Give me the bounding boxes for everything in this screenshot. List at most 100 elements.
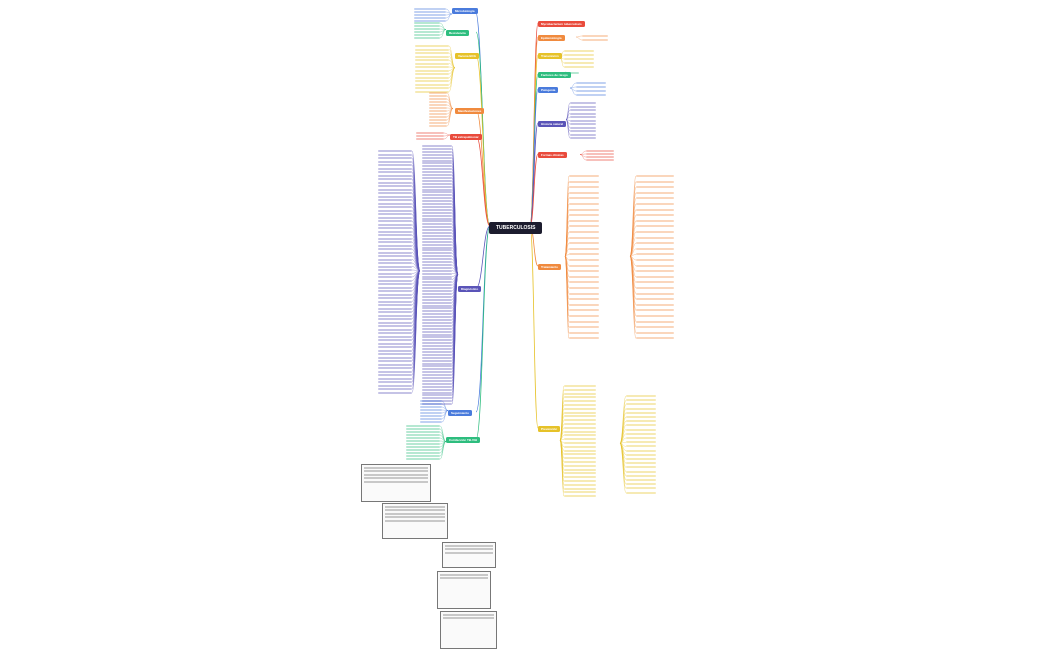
subtopic-node[interactable] <box>378 304 412 306</box>
subtopic-node[interactable] <box>564 495 596 498</box>
subtopic-node[interactable] <box>422 266 452 269</box>
subtopic-node[interactable] <box>406 428 440 430</box>
subtopic-node[interactable] <box>415 55 449 58</box>
subtopic-node[interactable] <box>378 220 412 222</box>
subtopic-node[interactable] <box>569 191 599 194</box>
subtopic-node[interactable] <box>378 318 412 320</box>
subtopic-node[interactable] <box>569 270 599 273</box>
subtopic-node[interactable] <box>626 424 656 427</box>
subtopic-node[interactable] <box>626 416 656 418</box>
subtopic-node[interactable] <box>378 370 412 373</box>
subtopic-node[interactable] <box>420 421 442 423</box>
subtopic-node[interactable] <box>569 253 599 256</box>
subtopic-node[interactable] <box>570 119 596 122</box>
subtopic-node[interactable] <box>636 203 674 205</box>
subtopic-node[interactable] <box>626 407 656 410</box>
subtopic-node[interactable] <box>414 25 440 27</box>
subtopic-node[interactable] <box>378 153 412 156</box>
subtopic-node[interactable] <box>415 87 449 89</box>
subtopic-node[interactable] <box>626 462 656 465</box>
subtopic-node[interactable] <box>422 168 452 171</box>
subtopic-node[interactable] <box>422 342 452 345</box>
subtopic-node[interactable] <box>422 240 452 243</box>
topic-right-7[interactable]: Formas clínicas <box>538 152 567 158</box>
subtopic-node[interactable] <box>378 353 412 355</box>
subtopic-node[interactable] <box>422 394 452 397</box>
attached-table-image-1[interactable] <box>361 464 431 502</box>
subtopic-node[interactable] <box>569 72 579 74</box>
subtopic-node[interactable] <box>564 411 596 414</box>
subtopic-node[interactable] <box>422 179 452 182</box>
subtopic-node[interactable] <box>422 174 452 176</box>
subtopic-node[interactable] <box>564 480 596 482</box>
subtopic-node[interactable] <box>378 367 412 369</box>
subtopic-node[interactable] <box>582 39 608 41</box>
subtopic-node[interactable] <box>569 315 599 317</box>
subtopic-node[interactable] <box>422 403 452 406</box>
subtopic-node[interactable] <box>420 403 442 405</box>
subtopic-node[interactable] <box>422 353 452 356</box>
subtopic-node[interactable] <box>378 377 412 380</box>
subtopic-node[interactable] <box>564 491 596 494</box>
subtopic-node[interactable] <box>422 243 452 246</box>
subtopic-node[interactable] <box>422 272 452 275</box>
subtopic-node[interactable] <box>414 8 446 10</box>
subtopic-node[interactable] <box>636 219 674 222</box>
subtopic-node[interactable] <box>422 281 452 284</box>
subtopic-node[interactable] <box>378 150 412 152</box>
subtopic-node[interactable] <box>422 255 452 258</box>
subtopic-node[interactable] <box>422 374 452 377</box>
subtopic-node[interactable] <box>636 326 674 329</box>
subtopic-node[interactable] <box>378 251 412 254</box>
subtopic-node[interactable] <box>569 264 599 267</box>
subtopic-node[interactable] <box>422 278 452 281</box>
subtopic-node[interactable] <box>570 126 596 129</box>
subtopic-node[interactable] <box>564 487 596 490</box>
subtopic-node[interactable] <box>378 314 412 317</box>
subtopic-node[interactable] <box>414 31 440 33</box>
subtopic-node[interactable] <box>636 259 674 261</box>
subtopic-node[interactable] <box>422 234 452 237</box>
subtopic-node[interactable] <box>378 234 412 236</box>
subtopic-node[interactable] <box>422 188 452 191</box>
subtopic-node[interactable] <box>422 313 452 316</box>
subtopic-node[interactable] <box>570 133 596 136</box>
subtopic-node[interactable] <box>378 286 412 289</box>
subtopic-node[interactable] <box>564 415 596 418</box>
topic-right-5[interactable]: Patogenia <box>538 87 559 93</box>
subtopic-node[interactable] <box>422 211 452 214</box>
subtopic-node[interactable] <box>422 333 452 336</box>
subtopic-node[interactable] <box>378 199 412 201</box>
subtopic-node[interactable] <box>422 290 452 292</box>
subtopic-node[interactable] <box>422 145 452 147</box>
subtopic-node[interactable] <box>569 275 599 278</box>
topic-left-8[interactable]: Coinfección TB-VIH <box>446 437 481 443</box>
subtopic-node[interactable] <box>378 262 412 264</box>
subtopic-node[interactable] <box>422 249 452 252</box>
subtopic-node[interactable] <box>626 466 656 469</box>
subtopic-node[interactable] <box>576 86 606 88</box>
subtopic-node[interactable] <box>626 458 656 460</box>
subtopic-node[interactable] <box>420 409 442 411</box>
subtopic-node[interactable] <box>636 242 674 245</box>
topic-left-6[interactable]: Diagnóstico <box>458 286 482 292</box>
subtopic-node[interactable] <box>422 232 452 234</box>
subtopic-node[interactable] <box>378 213 412 215</box>
subtopic-node[interactable] <box>570 112 596 115</box>
subtopic-node[interactable] <box>564 453 596 456</box>
subtopic-node[interactable] <box>569 225 599 228</box>
subtopic-node[interactable] <box>415 62 449 65</box>
subtopic-node[interactable] <box>636 281 674 284</box>
subtopic-node[interactable] <box>626 399 656 402</box>
subtopic-node[interactable] <box>569 203 599 205</box>
subtopic-node[interactable] <box>570 116 596 118</box>
subtopic-node[interactable] <box>422 156 452 159</box>
subtopic-node[interactable] <box>570 123 596 125</box>
subtopic-node[interactable] <box>378 283 412 285</box>
subtopic-node[interactable] <box>378 223 412 226</box>
subtopic-node[interactable] <box>564 400 596 403</box>
subtopic-node[interactable] <box>422 295 452 298</box>
subtopic-node[interactable] <box>378 255 412 257</box>
subtopic-node[interactable] <box>415 48 449 51</box>
topic-left-5[interactable]: TB extrapulmonar <box>450 134 482 140</box>
